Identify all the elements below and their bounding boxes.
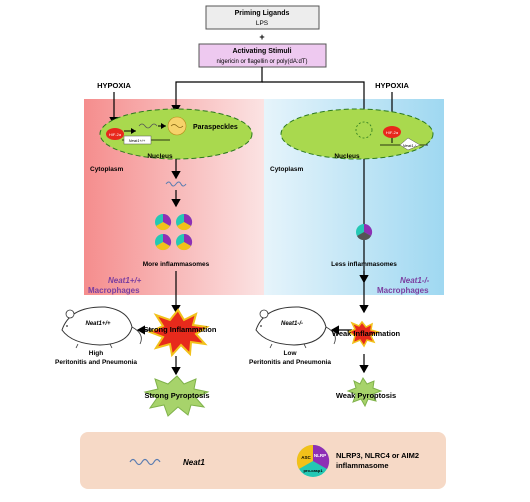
activating-stimuli-box: Activating Stimuli nigericin or flagelli… [198,43,327,68]
legend-inflammasome-icon: ASC NLRP pro-casp1 [296,444,330,477]
arrow-to-right-cytoplasm [262,81,369,284]
arrow-to-left-nucleus [171,67,263,114]
legend-asc-label: ASC [301,455,311,460]
weak-pyroptosis-burst [346,377,383,408]
plus-sign: + [259,32,264,42]
left-hif-blob [106,128,124,140]
paraspeckles-label: Paraspeckles [193,124,238,131]
left-cytoplasm-label: Cytoplasm [90,166,123,173]
activating-sub: nigericin or flagellin or poly(dA:dT) [216,59,307,65]
weak-inflammation-label: Weak Inflammation [332,329,401,338]
legend-neat1-icon [129,458,161,466]
more-inflammasomes-label: More inflammasomes [143,261,210,268]
cytoplasm-neat1-rna-icon [165,181,187,187]
activating-title: Activating Stimuli [232,48,291,55]
legend-inflammasome-line1: NLRP3, NLRC4 or AIM2 [336,451,419,460]
right-cytoplasm-label: Cytoplasm [270,166,303,173]
right-hypoxia-label: HYPOXIA [375,81,409,90]
inflammasome-icon [356,223,373,241]
right-neat1-gene-label: Neat1-/- [403,143,418,148]
legend-box [80,432,446,489]
inflammasome-icon [155,233,172,251]
left-neat1-rna-icon [138,123,158,129]
legend-procasp1-label: pro-casp1 [303,468,323,473]
right-genotype-label: Neat1-/- [400,276,430,285]
priming-sub: LPS [256,20,269,27]
legend-inflammasome-line2: inflammasome [336,461,389,470]
left-macrophages-label: Macrophages [88,286,140,295]
right-mouse-label: Neat1-/- [281,321,303,327]
priming-title: Priming Ligands [235,10,290,17]
inflammasome-icon [176,233,193,251]
right-hif-label: HIF-2α [386,130,399,135]
right-mouse-icon [255,306,336,349]
left-nucleus-label: Nucleus [147,153,173,160]
left-hif-label: HIF-2α [109,132,122,137]
right-outcome-diseases: Peritonitis and Pneumonia [249,359,331,366]
left-outcome-level: High [89,350,103,357]
strong-inflammation-label: Strong Inflammation [144,325,217,334]
left-outcome-diseases: Peritonitis and Pneumonia [55,359,137,366]
left-hypoxia-label: HYPOXIA [97,81,131,90]
left-mouse-icon [61,306,142,349]
right-outcome-level: Low [284,350,298,357]
inflammasome-icon [155,213,172,231]
priming-ligands-box: Priming Ligands LPS [205,5,320,30]
left-genotype-label: Neat1+/+ [108,276,142,285]
right-hif-blob [383,126,401,138]
left-neat1-gene-box [123,135,152,145]
left-mouse-label: Neat1+/+ [85,321,111,327]
weak-pyroptosis-label: Weak Pyroptosis [336,391,396,400]
strong-pyroptosis-label: Strong Pyroptosis [144,391,209,400]
more-inflammasomes-cluster [155,213,193,251]
right-neat1-gene-deleted [399,137,421,151]
weak-inflammation-explosion [347,320,380,348]
absent-paraspeckle-icon [355,121,373,139]
less-inflammasomes-label: Less inflammasomes [331,261,397,268]
right-nucleus-label: Nucleus [334,153,360,160]
left-neat1-gene-label: Neat1+/+ [129,138,146,143]
legend-nlrp-label: NLRP [314,453,326,458]
strong-pyroptosis-burst [143,375,210,417]
inflammasome-icon [176,213,193,231]
legend-neat1-label: Neat1 [183,458,205,467]
strong-inflammation-explosion [147,308,210,358]
right-macrophages-label: Macrophages [377,286,429,295]
